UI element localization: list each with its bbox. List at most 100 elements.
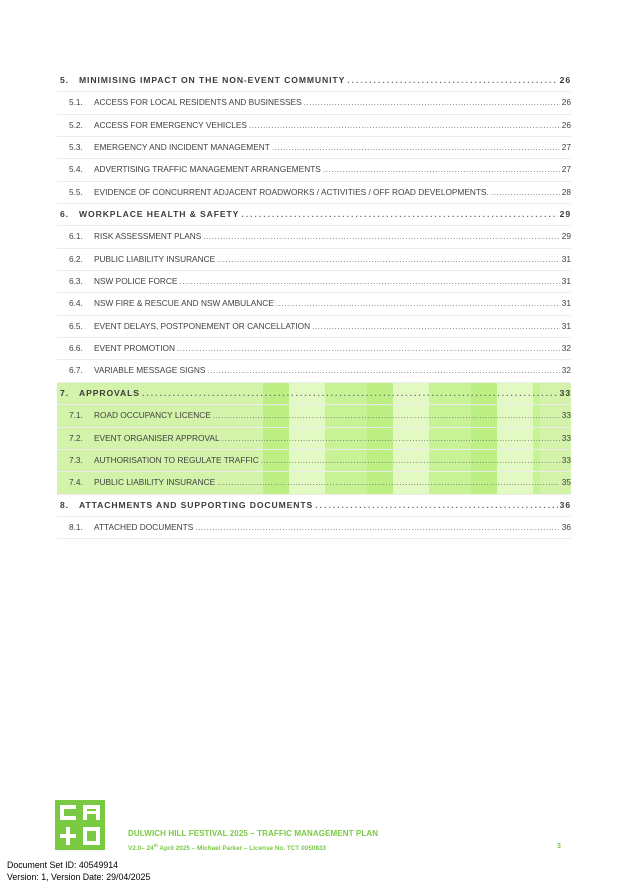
toc-dot-leader: ........................................…	[312, 320, 560, 331]
toc-entry-page: 31	[561, 276, 571, 287]
toc-entry-number: 6.3.	[69, 276, 83, 287]
toc-entry-number: 6.6.	[69, 343, 83, 354]
toc-subsection-row[interactable]: 5.1. ACCESS FOR LOCAL RESIDENTS AND BUSIN…	[57, 92, 571, 115]
toc-subsection-row[interactable]: 6.4. NSW FIRE & RESCUE AND NSW AMBULANCE.…	[57, 293, 571, 316]
toc-entry-title: EVIDENCE OF CONCURRENT ADJACENT ROADWORK…	[94, 186, 489, 197]
toc-entry-page: 29	[559, 209, 571, 220]
toc-subsection-row[interactable]: 6.3. NSW POLICE FORCE....................…	[57, 271, 571, 294]
toc-subsection-row[interactable]: 7.2.EVENT ORGANISER APPROVAL............…	[57, 427, 571, 450]
toc-dot-leader: ........................................…	[212, 410, 560, 421]
toc-dot-leader: ........................................…	[141, 387, 558, 398]
toc-entry-page: 32	[561, 365, 571, 376]
toc-entry-number: 7.4.	[69, 477, 83, 488]
toc-entry-page: 26	[559, 75, 571, 85]
toc-section-row[interactable]: 5. MINIMISING IMPACT ON THE NON-EVENT COM…	[57, 70, 571, 93]
footer-document-title: DULWICH HILL FESTIVAL 2025 – TRAFFIC MAN…	[128, 829, 379, 838]
toc-dot-leader: ........................................…	[315, 499, 558, 510]
toc-entry-number: 5.1.	[69, 97, 83, 108]
toc-dot-leader: ........................................…	[241, 209, 558, 220]
toc-entry-title: ACCESS FOR EMERGENCY VEHICLES	[94, 119, 247, 130]
toc-entry-number: 7.1.	[69, 410, 83, 421]
toc-entry-page: 26	[561, 97, 571, 108]
document-set-info: Document Set ID: 40549914 Version: 1, Ve…	[7, 860, 150, 883]
toc-entry-title: ACCESS FOR LOCAL RESIDENTS AND BUSINESSE…	[94, 97, 302, 108]
toc-entry-number: 6.7.	[69, 365, 83, 376]
toc-subsection-row[interactable]: 7.1. ROAD OCCUPANCY LICENCE..............…	[57, 405, 571, 428]
toc-dot-leader: ........................................…	[322, 164, 560, 175]
toc-dot-leader: ........................................…	[347, 75, 558, 85]
toc-section-row[interactable]: 6.WORKPLACE HEALTH & SAFETY.............…	[57, 204, 571, 227]
toc-dot-leader: ........................................…	[271, 142, 560, 153]
toc-entry-title: MINIMISING IMPACT ON THE NON-EVENT COMMU…	[79, 75, 346, 85]
toc-entry-page: 26	[561, 119, 571, 130]
toc-entry-title: APPROVALS	[79, 387, 140, 398]
toc-entry-page: 31	[561, 320, 571, 331]
footer-version: V2.0– 24	[128, 845, 154, 853]
toc-dot-leader: ........................................…	[179, 276, 559, 287]
toc-subsection-row[interactable]: 7.3.AUTHORISATION TO REGULATE TRAFFIC...…	[57, 449, 571, 473]
toc-dot-leader: ........................................…	[217, 477, 560, 488]
toc-subsection-row[interactable]: 6.7. VARIABLE MESSAGE SIGNS..............…	[57, 360, 571, 383]
toc-entry-title: PUBLIC LIABILITY INSURANCE	[94, 253, 216, 264]
toc-entry-title: ROAD OCCUPANCY LICENCE	[94, 410, 211, 421]
toc-subsection-row[interactable]: 6.2.PUBLIC LIABILITY INSURANCE..........…	[57, 249, 571, 272]
toc-dot-leader: ........................................…	[195, 521, 560, 532]
toc-subsection-row[interactable]: 6.1. RISK ASSESSMENT PLANS...............…	[57, 226, 571, 249]
toc-subsection-row[interactable]: 6.5. EVENT DELAYS, POSTPONEMENT OR CANCEL…	[57, 316, 571, 339]
toc-entry-number: 5.5.	[69, 186, 83, 197]
toc-subsection-row[interactable]: 8.1. ATTACHED DOCUMENTS..................…	[57, 517, 571, 540]
toc-entry-title: ATTACHED DOCUMENTS	[94, 521, 194, 532]
toc-entry-page: 33	[561, 432, 571, 443]
toc-entry-title: VARIABLE MESSAGE SIGNS	[94, 365, 206, 376]
toc-entry-page: 36	[561, 521, 571, 532]
toc-entry-title: EMERGENCY AND INCIDENT MANAGEMENT	[94, 142, 270, 153]
toc-dot-leader: ........................................…	[207, 365, 560, 376]
toc-subsection-row[interactable]: 5.5. EVIDENCE OF CONCURRENT ADJACENT ROAD…	[57, 182, 571, 205]
toc-subsection-row[interactable]: 6.6. EVENT PROMOTION.....................…	[57, 338, 571, 361]
toc-entry-number: 8.1.	[69, 521, 83, 532]
toc-entry-number: 6.4.	[69, 298, 83, 309]
toc-dot-leader: ........................................…	[203, 231, 560, 242]
toc-dot-leader: ........................................…	[303, 97, 560, 108]
toc-dot-leader: ........................................…	[275, 298, 560, 309]
toc-section-row[interactable]: 8. ATTACHMENTS AND SUPPORTING DOCUMENTS..…	[57, 495, 571, 517]
toc-entry-number: 6.5.	[69, 320, 83, 331]
toc-entry-number: 5.2.	[69, 119, 83, 130]
toc-section-row[interactable]: 7. APPROVALS.............................…	[57, 382, 571, 406]
toc-entry-page: 32	[561, 343, 571, 354]
toc-entry-page: 27	[561, 142, 571, 153]
toc-entry-title: EVENT PROMOTION	[94, 343, 175, 354]
toc-entry-title: ATTACHMENTS AND SUPPORTING DOCUMENTS	[79, 499, 314, 510]
toc-dot-leader: ........................................…	[217, 253, 560, 264]
toc-entry-number: 5.	[60, 75, 69, 85]
toc-entry-page: 33	[561, 410, 571, 421]
toc-entry-number: 7.3.	[69, 454, 83, 465]
toc-entry-page: 35	[561, 477, 571, 488]
table-of-contents: 5. MINIMISING IMPACT ON THE NON-EVENT COM…	[57, 70, 571, 540]
toc-entry-number: 8.	[60, 499, 69, 510]
toc-entry-page: 36	[559, 499, 571, 510]
toc-entry-title: EVENT DELAYS, POSTPONEMENT OR CANCELLATI…	[94, 320, 311, 331]
toc-entry-number: 5.4.	[69, 164, 83, 175]
toc-entry-number: 7.	[60, 387, 69, 398]
toc-entry-title: EVENT ORGANISER APPROVAL	[94, 432, 220, 443]
toc-entry-title: PUBLIC LIABILITY INSURANCE	[94, 477, 216, 488]
toc-dot-leader: ........................................…	[221, 432, 560, 443]
toc-entry-number: 6.1.	[69, 231, 83, 242]
toc-dot-leader: ........................................…	[260, 454, 560, 465]
toc-subsection-row[interactable]: 5.3. EMERGENCY AND INCIDENT MANAGEMENT...…	[57, 137, 571, 160]
toc-entry-title: NSW FIRE & RESCUE AND NSW AMBULANCE	[94, 298, 274, 309]
toc-entry-page: 27	[561, 164, 571, 175]
toc-dot-leader: ........................................…	[176, 343, 560, 354]
document-version: Version: 1, Version Date: 29/04/2025	[7, 871, 151, 882]
toc-entry-number: 5.3.	[69, 142, 83, 153]
toc-entry-title: RISK ASSESSMENT PLANS	[94, 231, 202, 242]
toc-entry-page: 29	[561, 231, 571, 242]
toc-entry-title: WORKPLACE HEALTH & SAFETY	[79, 209, 240, 220]
toc-entry-page: 31	[561, 298, 571, 309]
toc-subsection-row[interactable]: 7.4. PUBLIC LIABILITY INSURANCE..........…	[57, 472, 571, 495]
toc-subsection-row[interactable]: 5.2.ACCESS FOR EMERGENCY VEHICLES.......…	[57, 115, 571, 138]
toc-subsection-row[interactable]: 5.4.ADVERTISING TRAFFIC MANAGEMENT ARRAN…	[57, 159, 571, 182]
toc-entry-title: NSW POLICE FORCE	[94, 276, 178, 287]
toc-entry-page: 33	[559, 387, 571, 398]
